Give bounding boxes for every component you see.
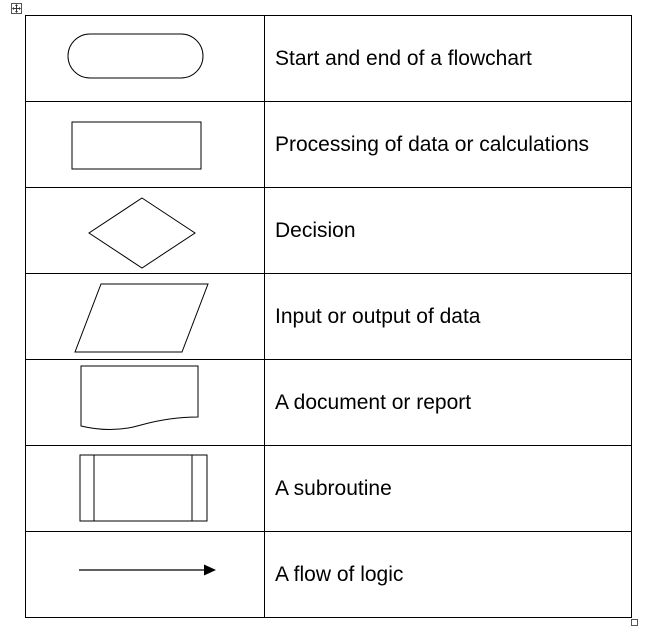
input-output-parallelogram-icon [74, 283, 209, 353]
document-icon [80, 365, 199, 431]
description-cell: Start and end of a flowchart [264, 15, 632, 102]
table-move-handle[interactable] [11, 3, 22, 14]
description-cell: Input or output of data [264, 273, 632, 360]
table-row: Decision [25, 187, 632, 274]
symbol-cell [25, 273, 265, 360]
description-cell: A document or report [264, 359, 632, 446]
terminator-oval-icon [67, 33, 204, 79]
description-cell: A flow of logic [264, 531, 632, 618]
symbol-cell [25, 15, 265, 102]
table-row: Start and end of a flowchart [25, 15, 632, 102]
process-rectangle-icon [71, 121, 202, 170]
description-cell: Decision [264, 187, 632, 274]
table-row: A document or report [25, 359, 632, 446]
symbol-cell [25, 531, 265, 618]
table-row: Input or output of data [25, 273, 632, 360]
table-row: Processing of data or calculations [25, 101, 632, 188]
description-cell: A subroutine [264, 445, 632, 532]
flowchart-symbols-table: Start and end of a flowchart Processing … [25, 15, 632, 618]
subroutine-icon [79, 454, 208, 522]
symbol-cell [25, 445, 265, 532]
flow-arrow-icon [79, 564, 216, 576]
table-row: A subroutine [25, 445, 632, 532]
symbol-cell [25, 187, 265, 274]
symbol-cell [25, 359, 265, 446]
table-row: A flow of logic [25, 531, 632, 618]
decision-diamond-icon [88, 197, 196, 269]
description-cell: Processing of data or calculations [264, 101, 632, 188]
symbol-cell [25, 101, 265, 188]
table-resize-handle[interactable] [631, 619, 638, 626]
